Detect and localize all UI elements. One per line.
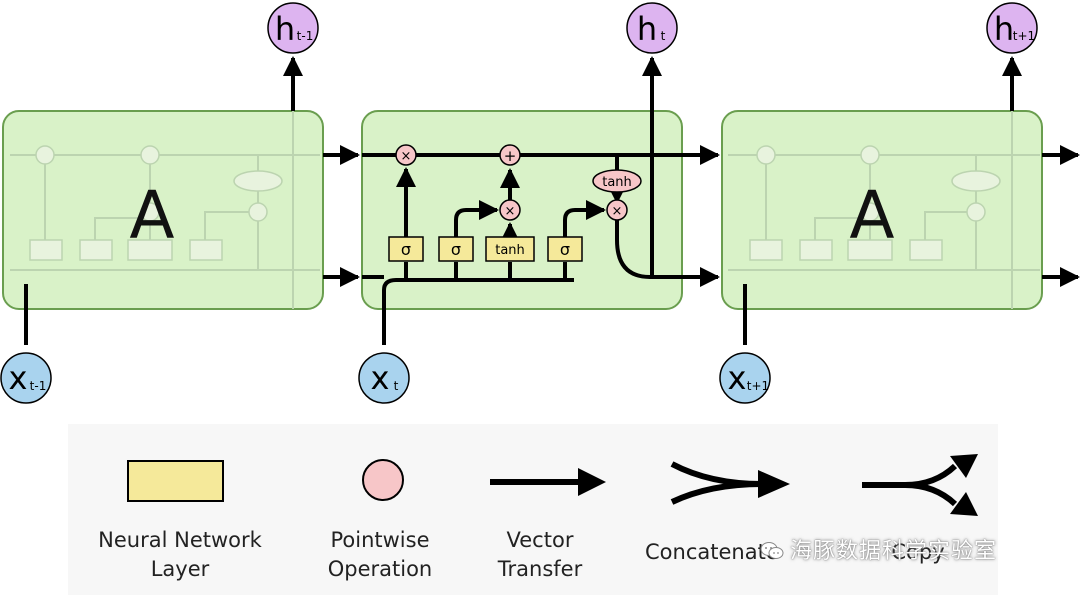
- op-tanh-label: tanh: [602, 175, 632, 190]
- input-x-t-plus-1-sub: t+1: [747, 379, 769, 393]
- layer-candidate: tanh: [485, 236, 535, 262]
- legend-copy-label: Copy: [891, 540, 945, 564]
- output-h-t-plus-1-sub: t+1: [1013, 29, 1035, 43]
- op-tanh: tanh: [592, 169, 642, 193]
- legend-layer-symbol: [127, 460, 224, 502]
- input-x-t-minus-1-main: x: [9, 359, 28, 397]
- input-x-t-main: x: [371, 359, 390, 397]
- op-forget-multiply-label: ×: [401, 149, 412, 164]
- output-h-t-sub: t: [661, 29, 666, 43]
- op-add-label: +: [504, 147, 517, 165]
- input-x-t-plus-1: x t+1: [719, 352, 771, 404]
- layer-output: σ: [547, 236, 583, 262]
- output-h-t-plus-1-main: h: [994, 10, 1014, 48]
- legend: [68, 424, 998, 595]
- output-h-t-main: h: [637, 10, 657, 48]
- output-h-t-minus-1-main: h: [275, 10, 295, 48]
- legend-concatenate-label: Concatenate: [645, 540, 779, 564]
- output-h-t-minus-1-sub: t-1: [297, 29, 314, 43]
- layer-input-label: σ: [451, 240, 461, 259]
- op-output-multiply: ×: [606, 199, 628, 221]
- watermark: 海豚数据科学实验室: [760, 533, 997, 565]
- cell-right-label: A: [849, 177, 894, 254]
- layer-forget: σ: [388, 236, 424, 262]
- input-x-t-minus-1: x t-1: [0, 352, 52, 404]
- op-input-multiply-label: ×: [505, 204, 516, 219]
- cell-left: A: [2, 110, 324, 310]
- layer-candidate-label: tanh: [495, 243, 525, 258]
- legend-concatenate-arrow: [670, 461, 790, 505]
- op-output-multiply-label: ×: [612, 204, 623, 219]
- op-input-multiply: ×: [499, 199, 521, 221]
- wechat-icon: [760, 542, 784, 559]
- legend-layer-label: Neural Network Layer: [98, 528, 262, 581]
- op-forget-multiply: ×: [395, 144, 417, 166]
- legend-copy-arrow: [862, 454, 978, 516]
- cell-right: A: [721, 110, 1043, 310]
- legend-vector-label: Vector Transfer: [497, 528, 583, 581]
- layer-forget-label: σ: [401, 240, 411, 259]
- op-add: +: [499, 144, 521, 166]
- layer-output-label: σ: [560, 240, 570, 259]
- output-h-t: h t: [626, 2, 678, 54]
- input-x-t: x t: [358, 352, 410, 404]
- input-x-t-sub: t: [394, 379, 399, 393]
- output-h-t-minus-1: h t-1: [267, 2, 319, 54]
- cell-left-label: A: [129, 177, 174, 254]
- input-x-t-plus-1-main: x: [728, 359, 747, 397]
- watermark-text: 海豚数据科学实验室: [790, 539, 998, 564]
- legend-pointwise-symbol: [362, 459, 404, 501]
- output-h-t-plus-1: h t+1: [986, 2, 1038, 54]
- legend-pointwise-label: Pointwise Operation: [327, 528, 433, 581]
- input-x-t-minus-1-sub: t-1: [30, 379, 47, 393]
- layer-input: σ: [438, 236, 474, 262]
- legend-vector-arrow: [490, 468, 606, 496]
